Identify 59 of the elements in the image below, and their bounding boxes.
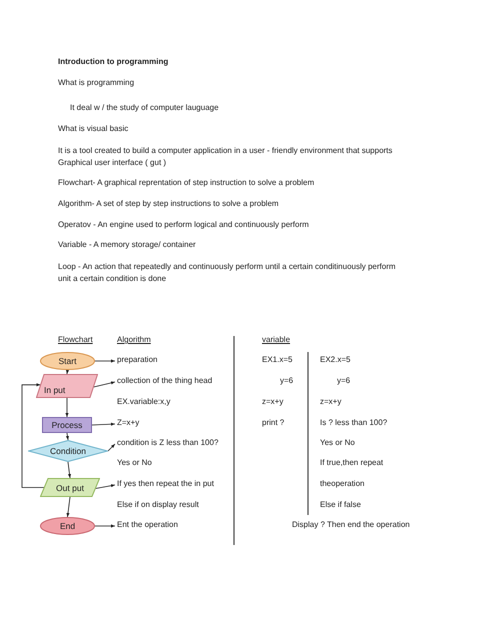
example-text: z=x+y	[320, 397, 342, 406]
decision-diamond	[28, 440, 108, 462]
shape-label: End	[58, 521, 76, 531]
arrow	[92, 422, 116, 426]
arrow	[95, 484, 116, 489]
algorithm-note: Else if on display result	[117, 500, 199, 509]
shape-label: Out put	[55, 482, 85, 492]
definition-text: Algorithm- A set of step by step instructions to solve a problem	[58, 199, 279, 208]
arrow	[65, 398, 69, 418]
end-terminal	[40, 517, 95, 535]
example-text: Yes or No	[320, 438, 355, 447]
algorithm-step: Ent the operation	[117, 520, 178, 529]
example-text: EX1.x=5	[262, 355, 292, 364]
example-text: EX2.x=5	[320, 355, 350, 364]
example-text: print ?	[262, 418, 284, 427]
algorithm-step: preparation	[117, 355, 158, 364]
definition-paragraph: Loop - An action that repeatedly and continuously perform until a certain conditinuously perform unit a certain condition is done	[58, 261, 397, 285]
algorithm-step: condition is Z less than 100?	[117, 438, 218, 447]
algorithm-step: If yes then repeat the in put	[117, 479, 214, 488]
answer-text: It deal w / the study of computer lauguage	[70, 103, 219, 112]
algorithm-note: EX.variable:x,y	[117, 397, 170, 406]
shape-label: Condition	[49, 446, 87, 456]
arrow	[68, 462, 72, 478]
example-text: theoperation	[320, 479, 364, 488]
definition-text: Operatov - An engine used to perform logical and continuously perform	[58, 220, 309, 229]
arrow	[94, 524, 116, 528]
example-text: z=x+y	[262, 397, 284, 406]
algorithm-step: collection of the thing head	[117, 376, 212, 385]
shape-label: Process	[50, 420, 84, 430]
example-text: Is ? less than 100?	[320, 418, 388, 427]
start-terminal	[40, 352, 95, 370]
question-text: What is programming	[58, 78, 134, 87]
definition-text: Variable - A memory storage/ container	[58, 240, 196, 249]
arrow	[66, 496, 70, 518]
answer-paragraph: It is a tool created to build a computer application in a user - friendly environment that supports Graphical user interface ( gut )	[58, 145, 393, 169]
arrow	[93, 381, 116, 388]
example-text: Else if false	[320, 500, 361, 509]
page-title: Introduction to programming	[58, 57, 168, 66]
column-heading: variable	[262, 335, 290, 344]
algorithm-step: Z=x+y	[117, 418, 140, 427]
example-text: y=6	[280, 376, 294, 385]
output-parallelogram	[40, 478, 100, 497]
arrow	[66, 432, 70, 440]
example-text: Display ? Then end the operation	[292, 520, 410, 529]
arrow	[22, 383, 44, 488]
shape-label: Start	[58, 356, 78, 366]
arrow	[66, 370, 70, 374]
definition-text: Flowchart- A graphical reprentation of step instruction to solve a problem	[58, 178, 314, 187]
example-text: y=6	[337, 376, 350, 385]
process-box	[42, 417, 92, 433]
example-text: If true,then repeat	[320, 458, 384, 467]
question-text: What is visual basic	[58, 124, 128, 133]
column-heading: Algorithm	[117, 335, 151, 344]
algorithm-note: Yes or No	[117, 458, 152, 467]
shape-label: In put	[44, 385, 66, 395]
arrow	[108, 444, 116, 452]
column-heading: Flowchart	[58, 335, 93, 344]
arrow	[94, 359, 116, 363]
input-parallelogram	[36, 374, 98, 398]
